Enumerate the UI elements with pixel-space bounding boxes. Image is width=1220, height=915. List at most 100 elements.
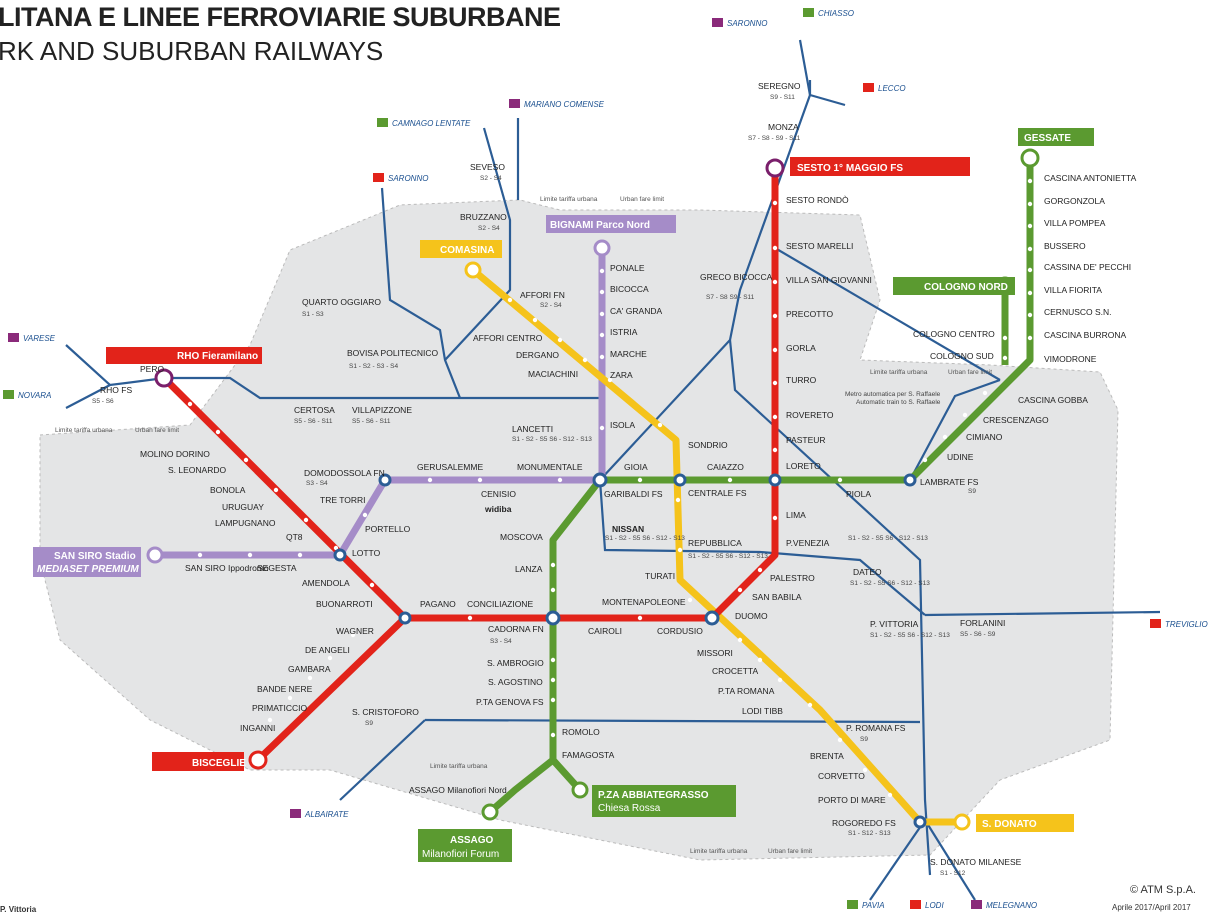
m5-station-10[interactable]: TRE TORRI [320,495,366,505]
m2-station-2[interactable]: VILLA POMPEA [1044,218,1106,228]
destination-6[interactable]: VARESE [23,334,56,343]
m1-station-28[interactable]: ROVERETO [786,410,834,420]
rail-station-certosa[interactable]: CERTOSA [294,405,335,415]
m3-station-1[interactable]: AFFORI CENTRO [473,333,543,343]
nissan-logo[interactable]: NISSAN [612,524,644,534]
m2-station-11[interactable]: CASCINA GOBBA [1018,395,1088,405]
m1-station-25[interactable]: LIMA [786,510,806,520]
rail-station-monza[interactable]: MONZA [768,122,799,132]
m2-station-8[interactable]: VIMODRONE [1044,354,1097,364]
m1-station-6[interactable]: QT8 [286,532,303,542]
rail-station-repubblica_lines[interactable]: S1 - S2 - S5 S6 - S12 - S13 [688,553,768,560]
m3-station-16[interactable]: ROGOREDO FS [832,818,896,828]
destination-12[interactable]: MELEGNANO [986,901,1037,910]
destination-7[interactable]: NOVARA [18,391,51,400]
rail-station-vittoria[interactable]: P. VITTORIA [870,619,919,629]
m3-station-2[interactable]: DERGANO [516,350,559,360]
rail-station-cristoforo[interactable]: S. CRISTOFORO [352,707,419,717]
m1-station-20[interactable]: CORDUSIO [657,626,703,636]
m5-station-11[interactable]: PORTELLO [365,524,411,534]
m3-station-13[interactable]: BRENTA [810,751,844,761]
destination-11[interactable]: LODI [925,901,944,910]
m3-station-11[interactable]: P.TA ROMANA [718,686,775,696]
m2-station-12[interactable]: CRESCENZAGO [983,415,1049,425]
m2-station-22[interactable]: LANZA [515,564,543,574]
destination-4[interactable]: CAMNAGO LENTATE [392,119,471,128]
m2-station-23[interactable]: S. AMBROGIO [487,658,544,668]
m5-station-0[interactable]: PONALE [610,263,645,273]
m2-station-25[interactable]: P.TA GENOVA FS [476,697,544,707]
m1-station-29[interactable]: TURRO [786,375,817,385]
m2-station-14[interactable]: UDINE [947,452,974,462]
m1-station-32[interactable]: VILLA SAN GIOVANNI [786,275,872,285]
m2-station-17[interactable]: CAIAZZO [707,462,744,472]
m2-station-10[interactable]: COLOGNO SUD [930,351,994,361]
m1-station-3[interactable]: BONOLA [210,485,246,495]
rail-station-villapizzone[interactable]: VILLAPIZZONE [352,405,412,415]
rail-station-dateo[interactable]: DATEO [853,567,882,577]
rail-station-bruzzano[interactable]: BRUZZANO [460,212,507,222]
rail-station-sdonato_lines[interactable]: S1 - S12 [940,870,966,877]
destination-9[interactable]: ALBAIRATE [304,810,349,819]
m1-station-31[interactable]: PRECOTTO [786,309,833,319]
rail-station-greco_lines[interactable]: S7 - S8 S9 - S11 [706,294,755,301]
m3-station-7[interactable]: TURATI [645,571,675,581]
m2-station-16[interactable]: PIOLA [846,489,871,499]
m3-station-0[interactable]: AFFORI FN [520,290,565,300]
m1-station-8[interactable]: AMENDOLA [302,578,350,588]
m1-station-4[interactable]: URUGUAY [222,502,264,512]
m2-station-7[interactable]: CASCINA BURRONA [1044,330,1127,340]
m1-station-17[interactable]: CONCILIAZIONE [467,599,533,609]
m2-station-5[interactable]: VILLA FIORITA [1044,285,1102,295]
rail-station-monza_lines[interactable]: S7 - S8 - S9 - S11 [748,135,801,142]
m3-station-12[interactable]: LODI TIBB [742,706,783,716]
m1-station-30[interactable]: GORLA [786,343,816,353]
m5-station-2[interactable]: CA' GRANDA [610,306,662,316]
rail-station-cristoforo_lines[interactable]: S9 [365,720,373,727]
rail-station-domodossola_lines[interactable]: S3 - S4 [306,480,328,487]
m1-station-2[interactable]: S. LEONARDO [168,465,226,475]
m5-station-4[interactable]: MARCHE [610,349,647,359]
m2-station-1[interactable]: GORGONZOLA [1044,196,1105,206]
m1-station-27[interactable]: PASTEUR [786,435,826,445]
destination-5[interactable]: SARONNO [388,174,428,183]
widiba-logo[interactable]: widiba [484,504,512,514]
rail-station-venezia_lines[interactable]: S1 - S2 - S5 S6 - S12 - S13 [848,535,928,542]
m2-station-27[interactable]: FAMAGOSTA [562,750,615,760]
m2-station-13[interactable]: CIMIANO [966,432,1003,442]
m2-station-6[interactable]: CERNUSCO S.N. [1044,307,1112,317]
rail-station-seregno_lines[interactable]: S9 - S11 [770,94,795,101]
rail-station-lancetti_lines[interactable]: S1 - S2 - S5 S6 - S12 - S13 [512,436,592,443]
m1-station-22[interactable]: SAN BABILA [752,592,802,602]
destination-3[interactable]: MARIANO COMENSE [524,100,605,109]
rail-station-lancetti[interactable]: LANCETTI [512,424,553,434]
destination-8[interactable]: TREVIGLIO [1165,620,1208,629]
rail-station-cadorna_lines[interactable]: S3 - S4 [490,638,512,645]
m5-station-6[interactable]: MONUMENTALE [517,462,583,472]
rail-station-greco[interactable]: GRECO BICOCCA [700,272,773,282]
m1-station-9[interactable]: BUONARROTI [316,599,373,609]
m1-station-11[interactable]: DE ANGELI [305,645,350,655]
m3-station-8[interactable]: MONTENAPOLEONE [602,597,686,607]
m2-station-9[interactable]: COLOGNO CENTRO [913,329,995,339]
m3-station-6[interactable]: REPUBBLICA [688,538,742,548]
m3-station-14[interactable]: CORVETTO [818,771,865,781]
rail-station-metro_sraffaele_en[interactable]: Automatic train to S. Raffaele [856,399,941,406]
m5-station-3[interactable]: ISTRIA [610,327,638,337]
rail-station-forlanini_lines[interactable]: S5 - S6 - S9 [960,631,996,638]
rail-station-metro_sraffaele[interactable]: Metro automatica per S. Raffaele [845,391,941,398]
m2-station-4[interactable]: CASSINA DE' PECCHI [1044,262,1131,272]
m3-station-4[interactable]: ZARA [610,370,633,380]
m5-station-1[interactable]: BICOCCA [610,284,649,294]
m3-station-9[interactable]: MISSORI [697,648,733,658]
rail-station-sdonato_mil[interactable]: S. DONATO MILANESE [930,857,1022,867]
m1-station-10[interactable]: WAGNER [336,626,374,636]
m1-station-21[interactable]: DUOMO [735,611,768,621]
rail-station-certosa_lines[interactable]: S5 - S6 - S11 [294,418,333,425]
m5-station-9[interactable]: DOMODOSSOLA FN [304,468,385,478]
rail-station-rho_fs[interactable]: RHO FS [100,385,132,395]
m2-station-24[interactable]: S. AGOSTINO [488,677,543,687]
m1-station-26[interactable]: LORETO [786,461,821,471]
m5-station-8[interactable]: GERUSALEMME [417,462,483,472]
m5-station-13[interactable]: SAN SIRO Ippodromo [185,563,269,573]
